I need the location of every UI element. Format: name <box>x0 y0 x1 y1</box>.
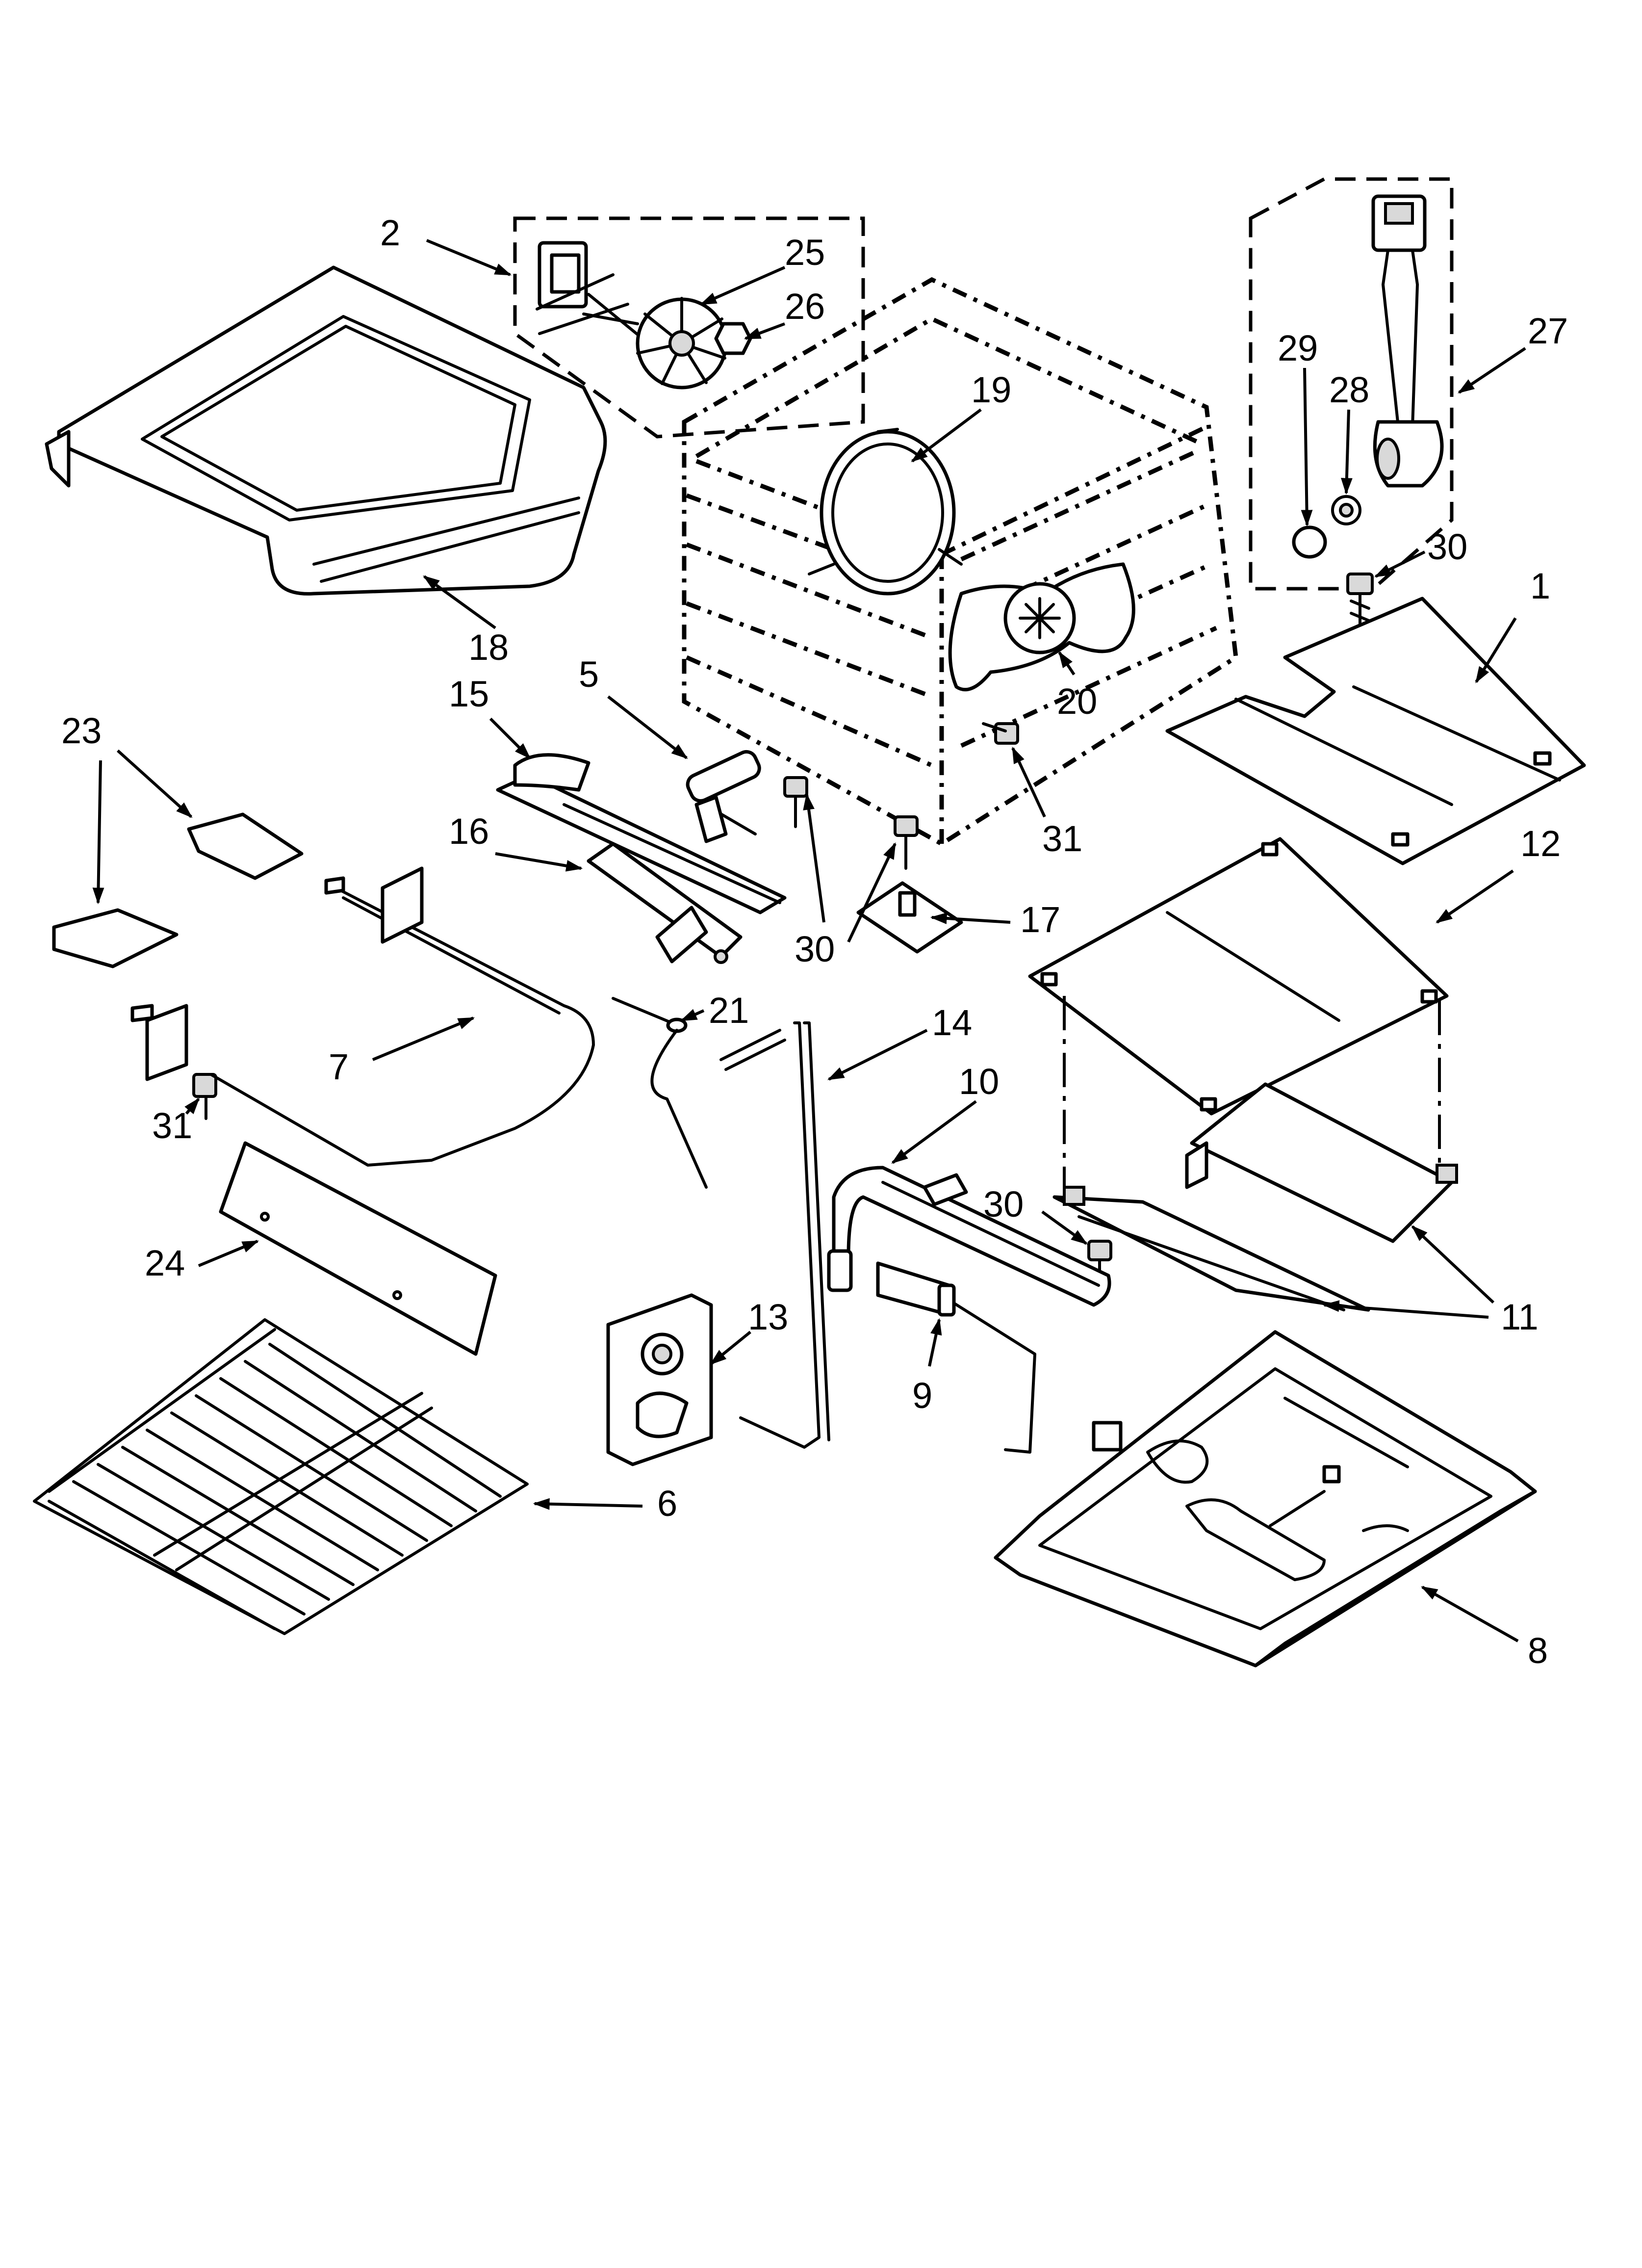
callout-label: 30 <box>795 929 835 969</box>
insulation-panel <box>1028 837 1449 1187</box>
callout-29: 29 <box>1278 328 1318 527</box>
bottom-panel <box>1165 597 1586 865</box>
callout-10: 10 <box>891 1061 999 1164</box>
switch-harness-group <box>1249 177 1454 591</box>
callout-label: 11 <box>1501 1297 1539 1337</box>
orifice-assembly <box>587 842 743 964</box>
screw-30-igniter <box>783 776 808 828</box>
callout-30-top-right: 30 <box>1374 526 1467 578</box>
callout-31-baffle: 31 <box>1011 746 1082 859</box>
callout-17: 17 <box>930 899 1060 940</box>
gas-supply-tube <box>719 1021 830 1449</box>
fan-baffle <box>948 562 1135 692</box>
callout-label: 31 <box>1042 818 1082 859</box>
callout-label: 6 <box>657 1483 677 1524</box>
callout-label: 24 <box>145 1243 185 1283</box>
screw-31-baffle <box>982 722 1019 745</box>
broiler-drip-pan <box>994 1330 1537 1668</box>
callout-label: 20 <box>1057 681 1097 722</box>
callout-label: 12 <box>1520 823 1561 864</box>
spark-wire <box>612 997 708 1189</box>
callout-25: 25 <box>699 232 825 306</box>
callout-1: 1 <box>1475 566 1550 683</box>
callout-label: 21 <box>709 990 749 1031</box>
callout-15: 15 <box>449 674 531 759</box>
callout-11: 11 <box>1322 1225 1539 1337</box>
callout-label: 30 <box>983 1184 1024 1225</box>
callout-18: 18 <box>423 575 509 668</box>
screw-31-left <box>192 1073 217 1120</box>
callout-2: 2 <box>380 212 512 276</box>
burner-brackets <box>1052 1082 1458 1312</box>
callout-27: 27 <box>1458 311 1568 394</box>
callout-20: 20 <box>1057 651 1097 722</box>
callout-7: 7 <box>329 1017 475 1087</box>
bake-element <box>130 866 595 1167</box>
callout-9: 9 <box>912 1318 942 1416</box>
heat-deflector <box>219 1141 497 1356</box>
callout-label: 26 <box>785 286 825 327</box>
bracket-17 <box>856 881 963 954</box>
top-cover-panel <box>45 265 607 596</box>
broil-burner-tube <box>496 753 787 914</box>
callout-19: 19 <box>911 369 1011 463</box>
callout-label: 15 <box>449 674 489 714</box>
callout-14: 14 <box>827 1002 972 1081</box>
callout-label: 14 <box>932 1002 972 1043</box>
motor-assembly-group <box>513 216 865 439</box>
callout-label: 7 <box>329 1046 349 1087</box>
callout-label: 17 <box>1020 899 1060 940</box>
callout-8: 8 <box>1421 1586 1548 1671</box>
callout-label: 16 <box>449 811 489 852</box>
igniter <box>686 750 761 843</box>
callout-12: 12 <box>1436 823 1561 924</box>
callout-30-burner: 30 <box>983 1184 1088 1245</box>
callout-28: 28 <box>1329 369 1369 495</box>
callout-label: 13 <box>748 1297 788 1337</box>
callout-21: 21 <box>680 990 749 1031</box>
callout-26: 26 <box>744 286 825 340</box>
callout-label: 27 <box>1528 311 1568 351</box>
gas-valve <box>606 1293 713 1466</box>
callout-label: 19 <box>971 369 1011 410</box>
callout-31-left: 31 <box>152 1097 200 1146</box>
callout-24: 24 <box>145 1240 259 1283</box>
callout-label: 25 <box>785 232 825 273</box>
callout-13: 13 <box>710 1297 788 1365</box>
callout-6: 6 <box>533 1483 677 1524</box>
mounting-brackets <box>52 812 304 968</box>
callout-label: 5 <box>579 654 599 695</box>
oven-rack <box>33 1318 529 1635</box>
bake-burner <box>827 1166 1111 1307</box>
callout-label: 9 <box>912 1375 932 1416</box>
callout-label: 8 <box>1528 1630 1548 1671</box>
callout-label: 2 <box>380 212 400 253</box>
callout-23: 23 <box>61 710 193 905</box>
callout-30-center: 30 <box>795 793 897 969</box>
callout-label: 1 <box>1530 566 1550 606</box>
callout-label: 10 <box>959 1061 999 1102</box>
callout-label: 28 <box>1329 369 1369 410</box>
screw-30-center <box>894 815 919 870</box>
callout-5: 5 <box>579 654 688 759</box>
callout-16: 16 <box>449 811 583 872</box>
callout-label: 18 <box>468 627 509 668</box>
callout-label: 29 <box>1278 328 1318 368</box>
callout-label: 23 <box>61 710 102 751</box>
convection-ring-element <box>808 428 963 596</box>
air-shutter <box>876 1261 1036 1454</box>
callout-label: 30 <box>1427 526 1467 567</box>
